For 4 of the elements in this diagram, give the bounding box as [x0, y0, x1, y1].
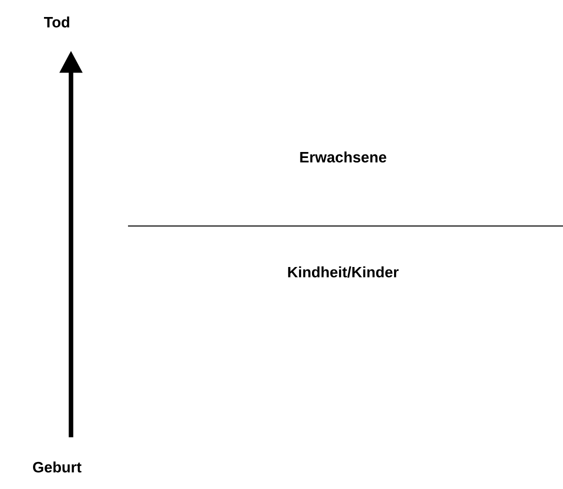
- axis-label: Tod: [44, 16, 70, 28]
- axis-label: Geburt: [33, 461, 82, 472]
- phase-label: Kindheit/Kinder: [288, 266, 399, 278]
- phase-label: Erwachsene: [300, 152, 386, 162]
